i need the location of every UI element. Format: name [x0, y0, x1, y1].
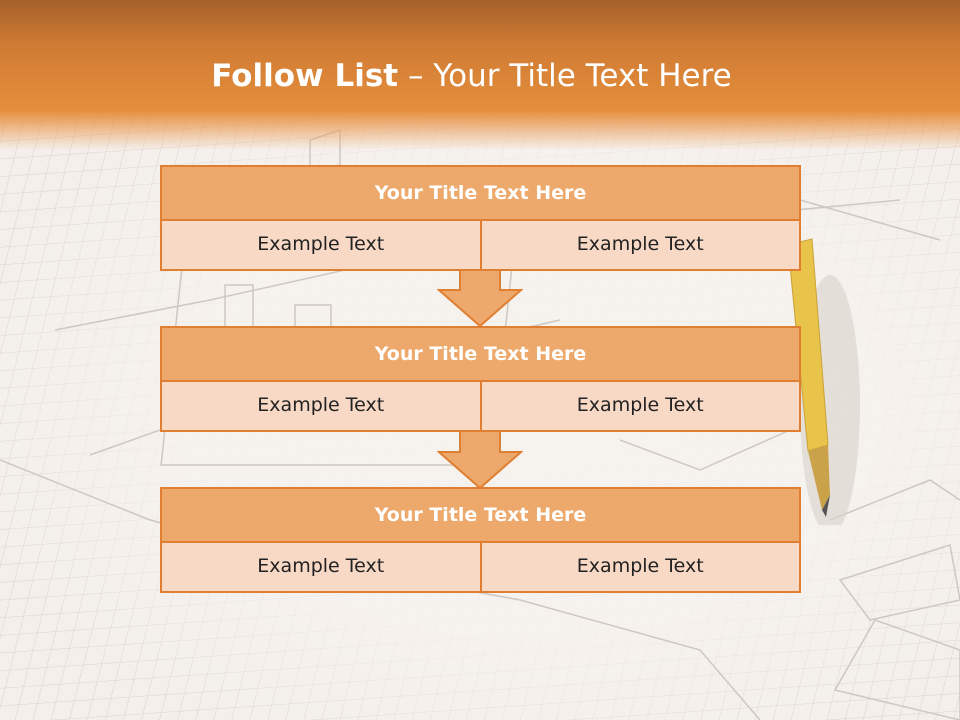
block-row: Example Text Example Text [160, 382, 801, 432]
block-cell-left: Example Text [160, 221, 482, 271]
list-block: Your Title Text Here Example Text Exampl… [160, 487, 801, 593]
block-cell-right: Example Text [481, 382, 801, 432]
block-title: Your Title Text Here [160, 165, 801, 221]
slide-title-bold: Follow List [211, 58, 399, 94]
list-block: Your Title Text Here Example Text Exampl… [160, 165, 801, 271]
slide-title: Follow List – Your Title Text Here [0, 56, 943, 96]
block-row: Example Text Example Text [160, 221, 801, 271]
block-title: Your Title Text Here [160, 487, 801, 543]
block-cell-right: Example Text [481, 543, 801, 593]
block-title: Your Title Text Here [160, 326, 801, 382]
down-arrow-icon [437, 268, 523, 328]
list-block: Your Title Text Here Example Text Exampl… [160, 326, 801, 432]
block-cell-right: Example Text [481, 221, 801, 271]
block-cell-left: Example Text [160, 543, 482, 593]
block-cell-left: Example Text [160, 382, 482, 432]
down-arrow-icon [437, 430, 523, 490]
block-row: Example Text Example Text [160, 543, 801, 593]
pencil-icon [787, 238, 860, 525]
slide-title-rest: – Your Title Text Here [398, 58, 732, 94]
title-bar [0, 0, 960, 150]
